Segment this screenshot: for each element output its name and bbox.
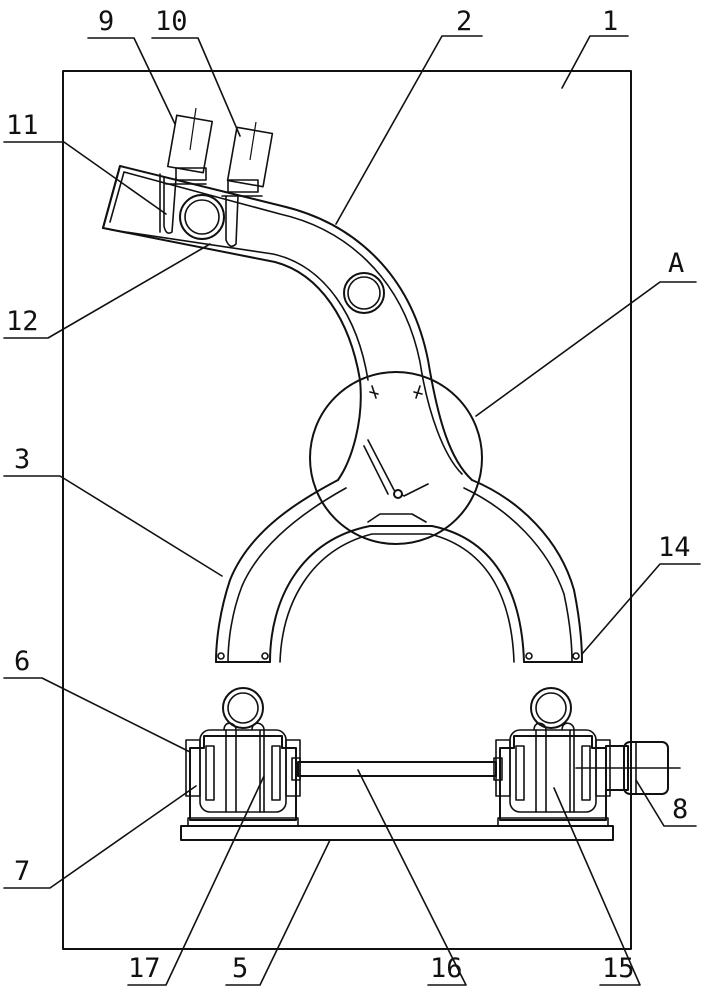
base-plate [180,825,614,841]
label-7: 7 [14,856,30,887]
upper-curved-chute [102,165,473,481]
drive-shaft [291,757,503,781]
label-1: 1 [602,6,618,37]
label-2: 2 [456,6,472,37]
reference-labels: 9 10 2 1 11 12 A 3 14 6 7 8 17 5 16 15 [6,6,691,984]
cylinder-10 [221,121,274,197]
detail-circle [309,371,483,545]
label-5: 5 [232,953,248,984]
motor [575,741,681,795]
cylinder-9 [165,107,214,185]
label-15: 15 [602,953,635,984]
forked-chute [215,479,583,663]
label-9: 9 [98,6,114,37]
label-a: A [668,248,684,279]
leader-lines [3,35,701,986]
label-10: 10 [155,6,188,37]
right-roller-assembly [495,687,611,827]
inlet-pipe [179,194,225,240]
label-14: 14 [658,532,691,563]
label-12: 12 [6,306,39,337]
label-3: 3 [14,444,30,475]
label-16: 16 [430,953,463,984]
chute-port [343,272,385,314]
label-8: 8 [672,794,688,825]
label-17: 17 [128,953,161,984]
frame-plate [62,70,632,950]
guide-slots [163,177,239,248]
left-roller-assembly [185,687,301,827]
label-11: 11 [6,110,39,141]
label-6: 6 [14,646,30,677]
